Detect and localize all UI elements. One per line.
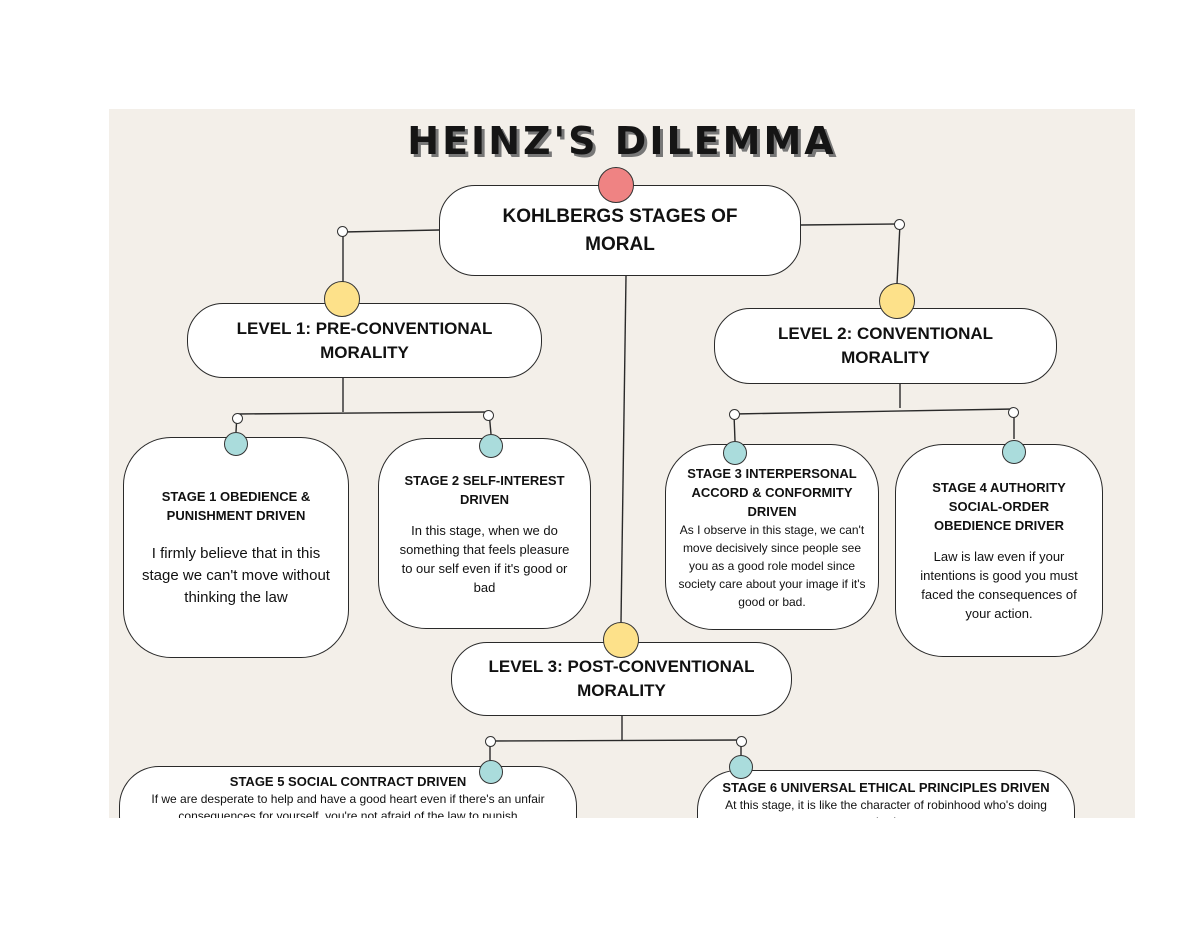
level1-label: LEVEL 1: PRE-CONVENTIONAL MORALITY	[236, 318, 493, 362]
knob-level2-left	[729, 409, 740, 420]
connector-root-level2	[800, 223, 901, 226]
stage5-text: If we are desperate to help and have a g…	[151, 792, 545, 818]
stage6-title: STAGE 6 UNIVERSAL ETHICAL PRINCIPLES DRI…	[722, 780, 1050, 795]
stage1-text: I firmly believe that in this stage we c…	[142, 544, 330, 606]
stage1-title: STAGE 1 OBEDIENCE & PUNISHMENT DRIVEN	[161, 488, 311, 523]
stage3-title: STAGE 3 INTERPERSONAL ACCORD & CONFORMIT…	[687, 465, 857, 519]
knob-level1-right	[483, 410, 494, 421]
knob-root-right	[894, 219, 905, 230]
connector-root-level3	[620, 275, 627, 623]
knob-root-left	[337, 226, 348, 237]
level3-label: LEVEL 3: POST-CONVENTIONAL MORALITY	[488, 657, 755, 700]
stage4-text: Law is law even if your intentions is go…	[920, 549, 1078, 621]
level1-node: LEVEL 1: PRE-CONVENTIONAL MORALITY	[187, 303, 542, 378]
level3-node: LEVEL 3: POST-CONVENTIONAL MORALITY	[451, 642, 792, 716]
stage1-dot	[224, 432, 248, 456]
stage2-title: STAGE 2 SELF-INTEREST DRIVEN	[404, 472, 565, 507]
stage6-node: STAGE 6 UNIVERSAL ETHICAL PRINCIPLES DRI…	[697, 770, 1075, 818]
stage1-node: STAGE 1 OBEDIENCE & PUNISHMENT DRIVEN I …	[123, 437, 349, 658]
stage3-text: As I observe in this stage, we can't mov…	[678, 522, 866, 609]
stage5-node: STAGE 5 SOCIAL CONTRACT DRIVEN If we are…	[119, 766, 577, 818]
stage4-node: STAGE 4 AUTHORITY SOCIAL-ORDER OBEDIENCE…	[895, 444, 1103, 657]
stage3-node: STAGE 3 INTERPERSONAL ACCORD & CONFORMIT…	[665, 444, 879, 630]
knob-level1-left	[232, 413, 243, 424]
root-label: KOHLBERGS STAGES OF MORAL	[502, 205, 738, 255]
level2-label: LEVEL 2: CONVENTIONAL MORALITY	[777, 324, 994, 367]
level3-dot	[603, 622, 639, 658]
stage5-dot	[479, 760, 503, 784]
stage2-text: In this stage, when we do something that…	[399, 522, 570, 595]
knob-level3-left	[485, 736, 496, 747]
knob-level3-right	[736, 736, 747, 747]
stage6-dot	[729, 755, 753, 779]
diagram-title: HEINZ'S DILEMMA	[407, 119, 837, 163]
connector-root-level1	[342, 229, 440, 233]
stage6-text: At this stage, it is like the character …	[725, 798, 1047, 818]
stage5-title: STAGE 5 SOCIAL CONTRACT DRIVEN	[229, 774, 467, 789]
level2-dot	[879, 283, 915, 319]
diagram-canvas: HEINZ'S DILEMMA KOHLBERGS STAGES OF MORA…	[109, 109, 1135, 818]
root-dot	[598, 167, 634, 203]
knob-level2-right	[1008, 407, 1019, 418]
level2-node: LEVEL 2: CONVENTIONAL MORALITY	[714, 308, 1057, 384]
stage4-dot	[1002, 440, 1026, 464]
stage2-dot	[479, 434, 503, 458]
stage4-title: STAGE 4 AUTHORITY SOCIAL-ORDER OBEDIENCE…	[932, 480, 1066, 533]
stage3-dot	[723, 441, 747, 465]
stage2-node: STAGE 2 SELF-INTEREST DRIVEN In this sta…	[378, 438, 591, 629]
level1-dot	[324, 281, 360, 317]
